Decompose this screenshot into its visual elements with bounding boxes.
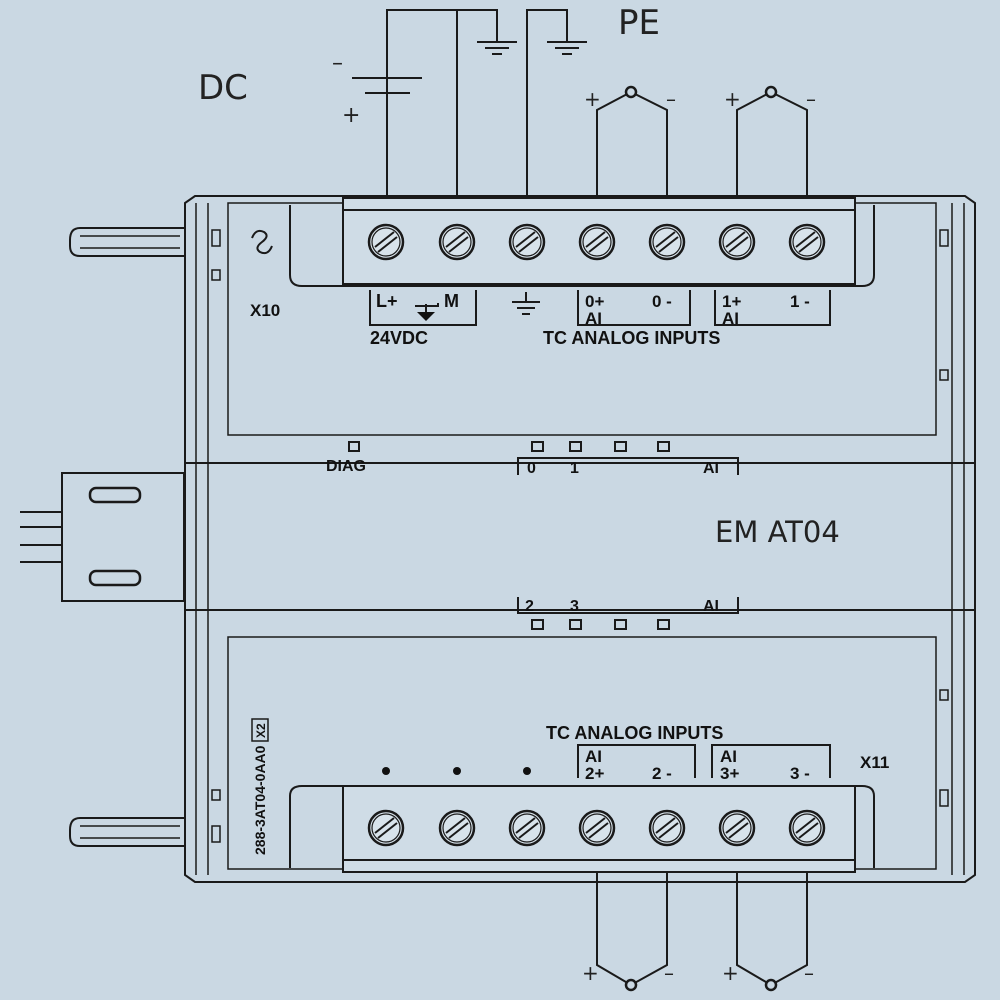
bottom-screw-5	[648, 809, 686, 847]
connector-id-bottom: X11	[860, 753, 889, 772]
ai3-plus-label: 3+	[720, 764, 739, 783]
dc-label: DC	[198, 68, 248, 108]
tc3-plus: +	[722, 961, 739, 985]
bottom-screw-3	[508, 809, 546, 847]
power-terminal-group: L+ M 24VDC	[369, 290, 477, 348]
bottom-screw-6	[718, 809, 756, 847]
din-clip-top	[69, 227, 185, 257]
top-screw-2	[438, 223, 476, 261]
pe-label: PE	[618, 3, 660, 43]
ai-group-3: AI 3+ 3 -	[711, 744, 831, 783]
channel-leds-top	[531, 441, 670, 452]
ai1-minus-label: 1 -	[790, 292, 810, 311]
ai2-label: AI	[585, 747, 602, 766]
ai0-plus-label: 0+	[585, 292, 604, 311]
diag-led	[348, 441, 360, 452]
tc2-plus: +	[582, 961, 599, 985]
bus-connector	[20, 472, 185, 602]
led-ch5	[569, 619, 582, 630]
module-housing	[184, 195, 976, 883]
ai1-label: AI	[722, 309, 739, 328]
din-clip-bottom	[69, 817, 185, 847]
module-model: EM AT04	[715, 515, 840, 549]
unused-terminal-dot-3	[523, 767, 531, 775]
led-ch3	[657, 441, 670, 452]
tc1-minus: –	[806, 87, 816, 111]
part-number-group: 288-3AT04-0AA0 X2	[251, 718, 269, 855]
connector-id-top: X10	[250, 301, 280, 320]
top-screw-6	[718, 223, 756, 261]
section-label-top: TC ANALOG INPUTS	[543, 328, 720, 348]
channel-label-1: 1	[570, 460, 579, 477]
earth-terminal-icon	[512, 292, 540, 315]
section-label-bottom: TC ANALOG INPUTS	[546, 723, 723, 743]
terminal-label-lplus: L+	[376, 291, 398, 311]
ai3-minus-label: 3 -	[790, 764, 810, 783]
led-ch0	[531, 441, 544, 452]
tc2-minus: –	[664, 961, 674, 985]
bottom-screw-4	[578, 809, 616, 847]
ai-group-0: 0+ 0 - AI	[577, 290, 691, 328]
channel-label-3: 3	[570, 598, 579, 615]
led-ch6	[614, 619, 627, 630]
ai-group-1: 1+ 1 - AI	[714, 290, 831, 328]
thermocouple-top-1: + –	[724, 85, 816, 195]
dc-minus-sign: –	[332, 51, 343, 76]
ai-group-2: AI 2+ 2 -	[577, 744, 696, 783]
channel-ai-label-bottom: AI	[703, 598, 719, 615]
pe-wire-1	[386, 9, 498, 195]
ai2-plus-label: 2+	[585, 764, 604, 783]
screws-bottom	[367, 809, 826, 847]
tc3-minus: –	[804, 961, 814, 985]
earth-symbol-1	[477, 41, 517, 55]
channel-leds-bottom	[531, 619, 670, 630]
top-screw-5	[648, 223, 686, 261]
terminal-label-m: M	[444, 291, 459, 311]
ai2-minus-label: 2 -	[652, 764, 672, 783]
part-number: 288-3AT04-0AA0	[252, 745, 268, 855]
revision-label: X2	[254, 723, 268, 738]
led-ch7	[657, 619, 670, 630]
diag-label: DIAG	[326, 458, 366, 475]
top-screw-7	[788, 223, 826, 261]
top-screw-1	[367, 223, 405, 261]
ai1-plus-label: 1+	[722, 292, 741, 311]
ai0-minus-label: 0 -	[652, 292, 672, 311]
led-ch2	[614, 441, 627, 452]
channel-ai-label-top: AI	[703, 460, 719, 477]
channel-bracket-top: 0 1 AI	[517, 457, 739, 477]
bottom-screw-7	[788, 809, 826, 847]
thermocouple-bottom-3: + –	[722, 872, 814, 992]
screws-top	[367, 223, 826, 261]
bottom-screw-1	[367, 809, 405, 847]
thermocouple-bottom-2: + –	[582, 872, 674, 992]
top-screw-4	[578, 223, 616, 261]
channel-bracket-bottom: 2 3 AI	[517, 597, 739, 615]
tc0-minus: –	[666, 87, 676, 111]
channel-label-0: 0	[527, 460, 536, 477]
unused-terminal-dot-1	[382, 767, 390, 775]
led-ch4	[531, 619, 544, 630]
unused-terminal-dot-2	[453, 767, 461, 775]
dc-plus-sign: +	[342, 103, 360, 128]
earth-symbol-2	[547, 41, 587, 55]
top-screw-3	[508, 223, 546, 261]
power-label: 24VDC	[370, 328, 428, 348]
ai0-label: AI	[585, 309, 602, 328]
pe-wire-2	[526, 9, 568, 195]
tc1-plus: +	[724, 87, 741, 111]
led-ch1	[569, 441, 582, 452]
bottom-screw-2	[438, 809, 476, 847]
power-wiring: DC PE – +	[198, 3, 660, 195]
arrow-down-icon	[417, 312, 435, 321]
channel-label-2: 2	[525, 598, 534, 615]
tc0-plus: +	[584, 87, 601, 111]
logo-icon	[251, 229, 273, 255]
thermocouple-top-0: + –	[584, 85, 676, 195]
ai3-label: AI	[720, 747, 737, 766]
